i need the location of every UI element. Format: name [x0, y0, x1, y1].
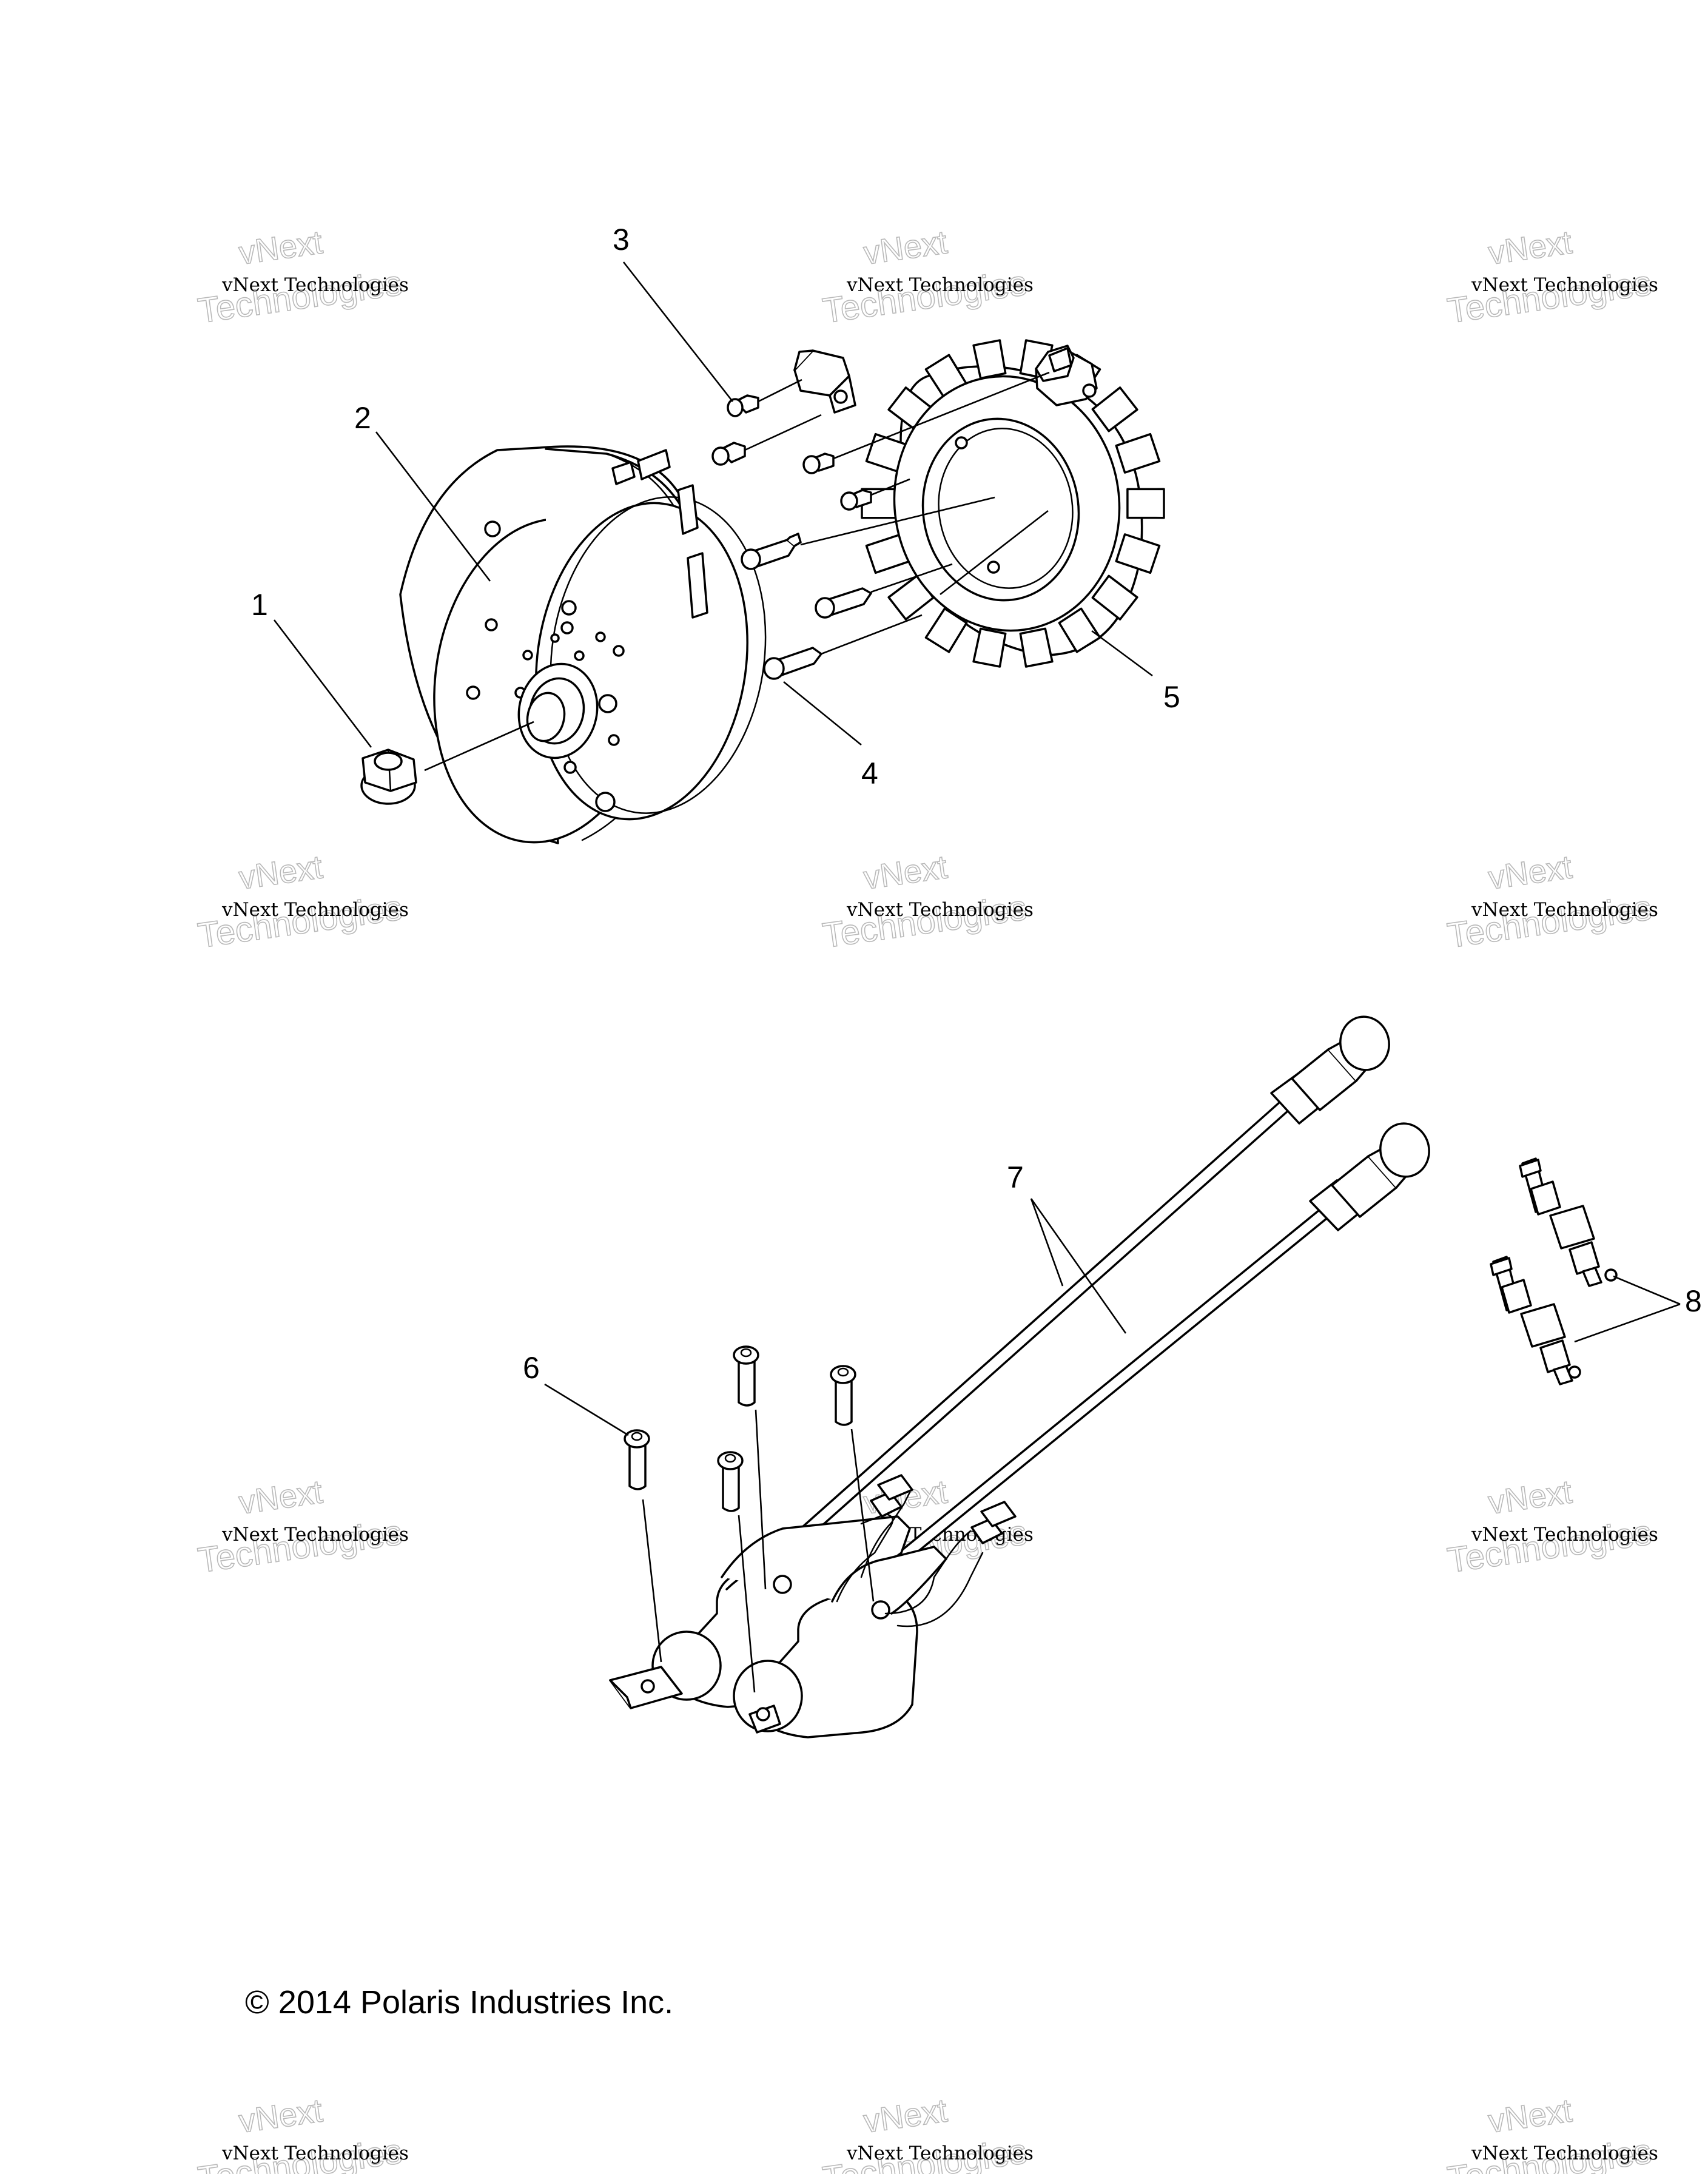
coil-harness [836, 1474, 1017, 1627]
stator [861, 339, 1165, 668]
stator-pole [1091, 386, 1138, 432]
coil-screw-1 [624, 1429, 650, 1490]
callout-4: 4 [861, 756, 878, 790]
screw-small-1 [727, 394, 759, 417]
watermark-technologies: Technologies [1445, 263, 1653, 331]
screw-long-1 [741, 533, 802, 570]
watermark-text: vNext Technologies [221, 2142, 409, 2164]
callout-5: 5 [1163, 680, 1180, 714]
watermark-vnext: vNext [237, 849, 324, 897]
copyright-notice: © 2014 Polaris Industries Inc. [245, 1984, 674, 2021]
watermark-text: vNext Technologies [846, 2142, 1034, 2164]
watermark-technologies: Technologies [820, 888, 1029, 955]
callout-2: 2 [354, 401, 371, 435]
watermark-vnext: vNext [861, 849, 949, 897]
stator-pole [1126, 488, 1165, 519]
stator-pole [972, 627, 1007, 668]
watermark-technologies: Technologies [1445, 888, 1653, 955]
watermark-technologies: Technologies [820, 263, 1029, 331]
watermark-technologies: Technologies [195, 1513, 404, 1580]
watermark-vnext: vNext [1486, 849, 1574, 897]
watermark-vnext: vNext [1486, 2092, 1574, 2140]
watermark-vnext: vNext [861, 224, 949, 272]
watermark-text: vNext Technologies [221, 899, 409, 921]
screw-small-2 [711, 442, 746, 466]
coil-screw-2 [733, 1345, 759, 1407]
watermark-technologies: Technologies [195, 888, 404, 955]
screw-small-4 [840, 489, 872, 511]
leader-lines [273, 261, 1681, 1693]
coil-screw-3 [830, 1365, 856, 1426]
stator-pole [1115, 533, 1161, 574]
spark-plug-lead-1 [767, 1015, 1390, 1567]
stator-pole [972, 339, 1007, 380]
coil-screw-4 [717, 1451, 744, 1512]
callout-numbers: 1 2 3 4 5 6 7 8 [251, 223, 1702, 1385]
spark-plug-2 [1490, 1256, 1581, 1385]
spark-plug-1 [1519, 1157, 1618, 1287]
callout-1: 1 [251, 588, 268, 622]
ignition-coil-2 [733, 1588, 918, 1738]
watermark-text: vNext Technologies [846, 899, 1034, 921]
flywheel [399, 445, 767, 844]
stator-pole [1058, 607, 1101, 653]
screw-small-3 [802, 453, 835, 474]
watermark-text: vNext Technologies [846, 274, 1034, 296]
stator-pole [1091, 574, 1138, 621]
watermark-text: vNext Technologies [1471, 274, 1658, 296]
watermark-text: vNext Technologies [1471, 1524, 1658, 1546]
screw-long-2 [815, 587, 872, 619]
flange-nut [360, 749, 417, 805]
watermark-vnext: vNext [237, 1473, 324, 1521]
coil-bracket [721, 1515, 947, 1620]
callout-7: 7 [1007, 1160, 1024, 1194]
watermark-text: vNext Technologies [221, 274, 409, 296]
screw-long-3 [763, 647, 822, 680]
watermark-text: vNext Technologies [1471, 2142, 1658, 2164]
spark-plug-lead-2 [866, 1122, 1430, 1588]
stator-pole [1019, 627, 1054, 668]
watermark-vnext: vNext [861, 2092, 949, 2140]
watermark-text: vNext Technologies [221, 1524, 409, 1546]
watermark-technologies: Technologies [195, 263, 404, 331]
stator-pole [1115, 432, 1161, 474]
watermark-vnext: vNext [237, 224, 324, 272]
pickup-sensor [793, 349, 856, 414]
watermark-vnext: vNext [1486, 1473, 1574, 1521]
watermark-text: vNext Technologies [1471, 899, 1658, 921]
callout-3: 3 [613, 223, 630, 257]
watermark-vnext: vNext [237, 2092, 324, 2140]
watermark-technologies: Technologies [1445, 1513, 1653, 1580]
watermark-vnext: vNext [1486, 224, 1574, 272]
callout-6: 6 [523, 1351, 540, 1385]
callout-8: 8 [1685, 1284, 1702, 1318]
